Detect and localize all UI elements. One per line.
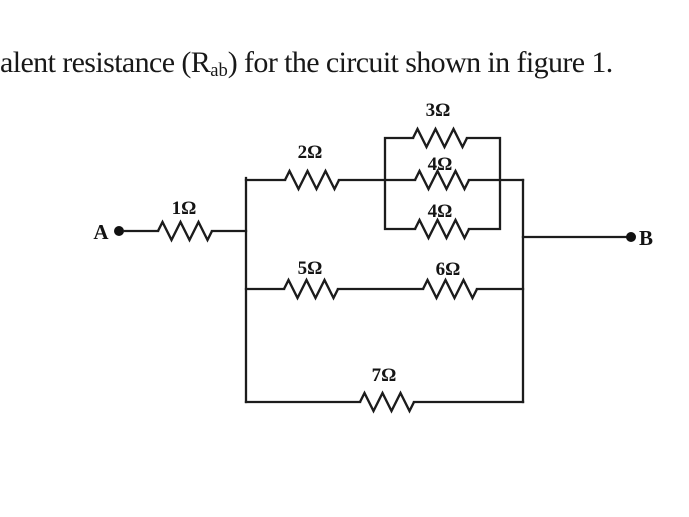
resistor-5ohm-label: 5Ω bbox=[298, 258, 323, 279]
terminal-a-dot bbox=[114, 226, 124, 236]
resistor-3ohm bbox=[411, 126, 469, 150]
terminal-b-dot bbox=[626, 232, 636, 242]
problem-statement-prefix: alent resistance (R bbox=[0, 46, 211, 79]
resistor-2ohm bbox=[283, 168, 341, 192]
resistor-4ohm-middle-label: 4Ω bbox=[428, 154, 453, 175]
problem-statement-subscript: ab bbox=[210, 60, 228, 82]
resistor-4ohm-bottom bbox=[413, 217, 471, 241]
problem-statement-suffix: ) for the circuit shown in figure 1. bbox=[227, 46, 614, 79]
resistor-4ohm-bottom-label: 4Ω bbox=[428, 201, 453, 222]
resistor-3ohm-label: 3Ω bbox=[426, 100, 451, 121]
terminal-b-label: B bbox=[639, 226, 653, 250]
resistor-1ohm bbox=[156, 219, 214, 243]
resistor-6ohm-label: 6Ω bbox=[436, 259, 461, 280]
resistor-2ohm-label: 2Ω bbox=[298, 142, 323, 163]
resistor-1ohm-label: 1Ω bbox=[172, 198, 197, 219]
terminal-a-label: A bbox=[93, 220, 109, 244]
resistor-7ohm-label: 7Ω bbox=[372, 365, 397, 386]
wire-parallel-box bbox=[383, 136, 502, 231]
problem-statement: alent resistance (Rab) for the circuit s… bbox=[0, 46, 614, 82]
resistor-4ohm-middle bbox=[413, 168, 471, 192]
resistor-6ohm bbox=[421, 277, 479, 301]
resistor-7ohm bbox=[358, 390, 416, 414]
resistor-5ohm bbox=[282, 277, 340, 301]
